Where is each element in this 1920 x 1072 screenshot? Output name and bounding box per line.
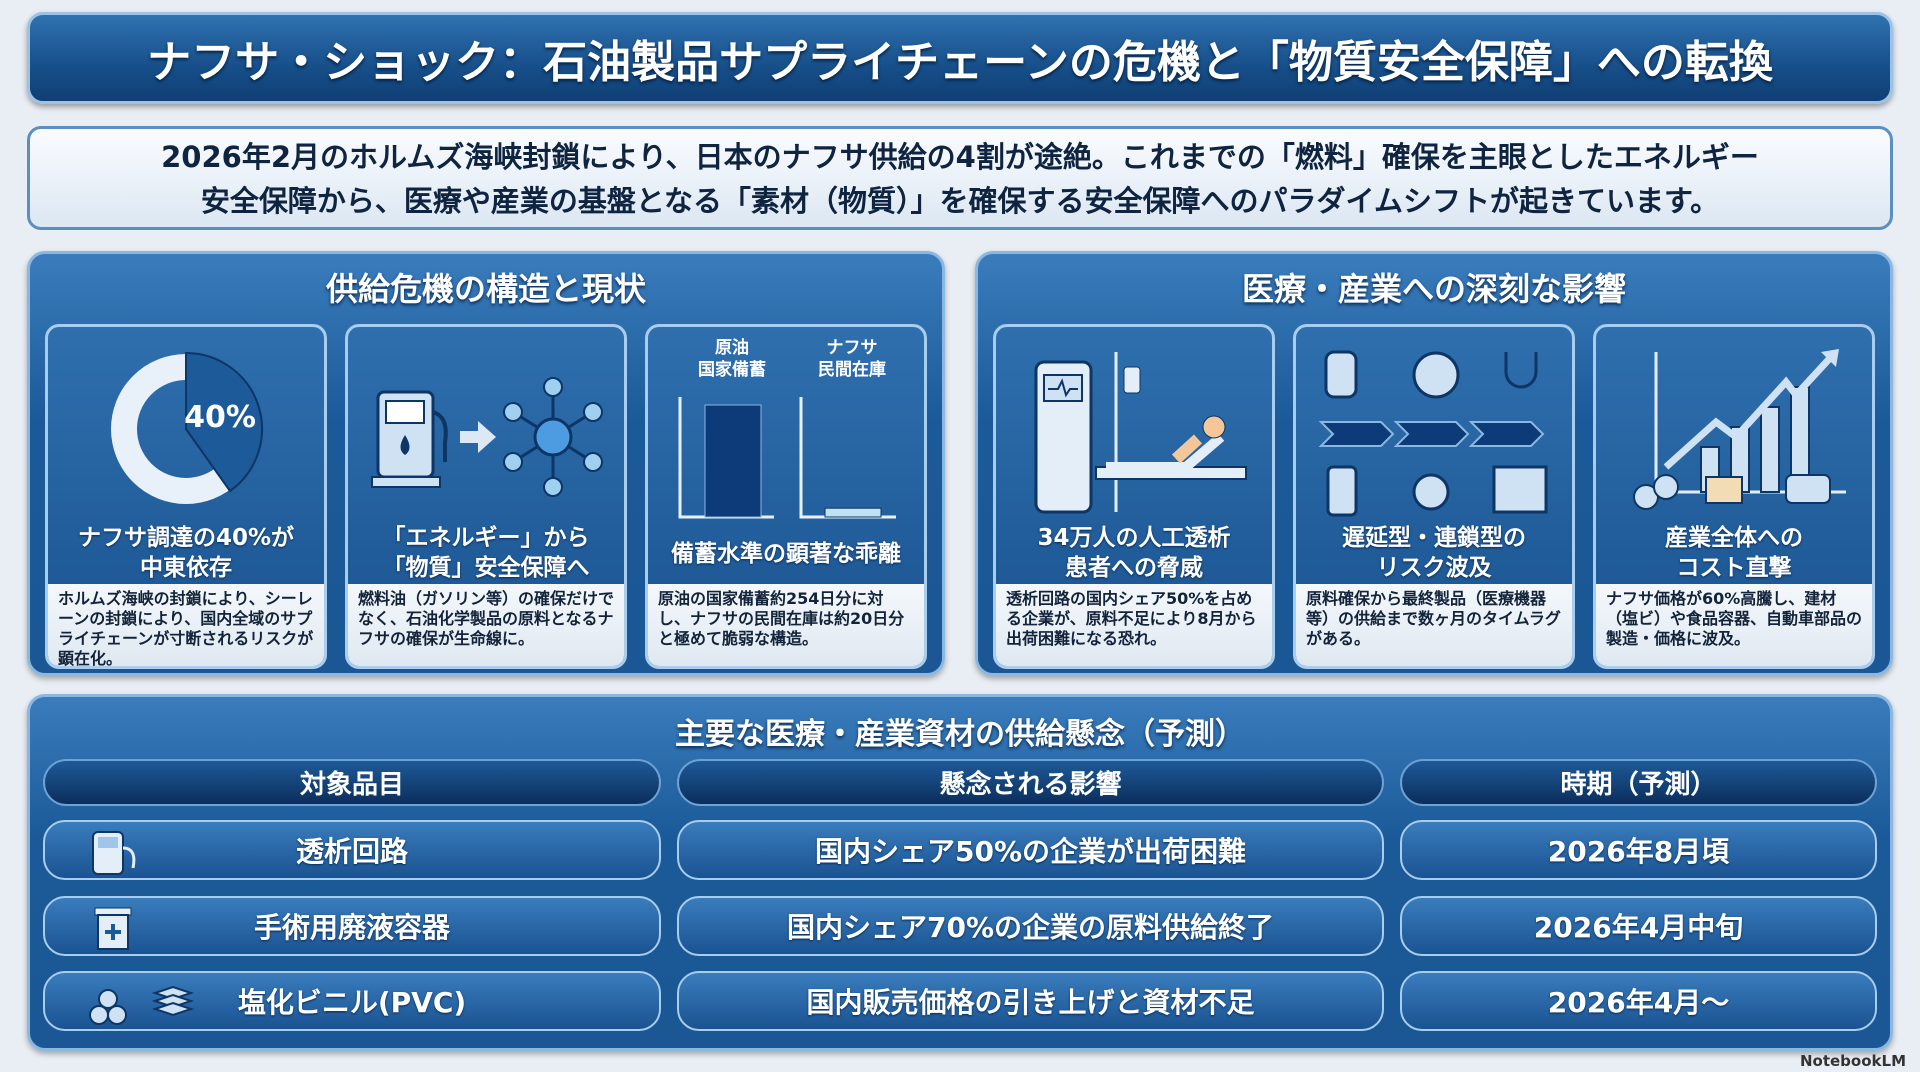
item-name: 手術用廃液容器 xyxy=(253,911,450,944)
page-title: ナフサ・ショック：石油製品サプライチェーンの危機と「物質安全保障」への転換 xyxy=(27,12,1893,104)
donut-label: 40% xyxy=(184,400,256,435)
card-stockpile-gap: 原油 国家備蓄 ナフサ 民間在庫 備蓄水準の顕著な乖離 原油の国家備蓄約254日… xyxy=(645,324,927,669)
card-title: 中東依存 xyxy=(140,555,232,581)
card-title: 「物質」安全保障へ xyxy=(382,555,590,581)
card-description: ホルムズ海峡の封鎖により、シーレーンの封鎖により、国内全域のサプライチェーンが寸… xyxy=(48,584,324,666)
intro-line-1: 2026年2月のホルムズ海峡封鎖により、日本のナフサ供給の4割が途絶。これまでの… xyxy=(161,140,1759,174)
pipes-icon xyxy=(89,985,195,1025)
card-title: 遅延型・連鎖型の xyxy=(1342,525,1526,551)
card-cost-impact: 産業全体へのコスト直撃 ナフサ価格が60%高騰し、建材（塩ビ）や食品容器、自動車… xyxy=(1593,324,1875,669)
card-description: 原油の国家備蓄約254日分に対し、ナフサの民間在庫は約20日分と極めて脆弱な構造… xyxy=(648,584,924,666)
fuel-to-molecule-icon xyxy=(371,377,603,497)
bar2-label: ナフサ xyxy=(827,338,878,358)
card-description: 透析回路の国内シェア50%を占める企業が、原料不足により8月から出荷困難になる恐… xyxy=(996,584,1272,666)
donut-chart-icon: 40% xyxy=(111,351,264,504)
row-impact-cell: 国内販売価格の引き上げと資材不足 xyxy=(677,971,1384,1031)
card-description: 燃料油（ガソリン等）の確保だけでなく、石油化学製品の原料となるナフサの確保が生命… xyxy=(348,584,624,666)
card-description: ナフサ価格が60%高騰し、建材（塩ビ）や食品容器、自動車部品の製造・価格に波及。 xyxy=(1596,584,1872,666)
stockpile-bar-chart: 原油 国家備蓄 ナフサ 民間在庫 xyxy=(678,337,896,519)
row-item-cell: 塩化ビニル(PVC) xyxy=(43,971,661,1031)
panel-title: 医療・産業への深刻な影響 xyxy=(1241,270,1626,308)
card-dialysis-threat: 34万人の人工透析患者への脅威 透析回路の国内シェア50%を占める企業が、原料不… xyxy=(993,324,1275,669)
card-description: 原料確保から最終製品（医療機器等）の供給まで数ヶ月のタイムラグがある。 xyxy=(1296,584,1572,666)
impact-panel: 医療・産業への深刻な影響 34万人の人工透析患者への脅威 透析回路の国内シェア5… xyxy=(975,251,1893,676)
bar-crude-oil xyxy=(704,404,762,518)
dialysis-machine-icon xyxy=(92,831,136,875)
item-name: 塩化ビニル(PVC) xyxy=(237,986,467,1019)
card-title: 患者への脅威 xyxy=(1065,555,1203,581)
card-cascading-risk: 遅延型・連鎖型のリスク波及 原料確保から最終製品（医療機器等）の供給まで数ヶ月の… xyxy=(1293,324,1575,669)
supply-crisis-panel: 供給危機の構造と現状 40% ナフサ調達の40%が中東依存 ホルムズ海峡の封鎖に… xyxy=(27,251,945,676)
card-title: 34万人の人工透析 xyxy=(1037,525,1231,551)
header-impact: 懸念される影響 xyxy=(677,759,1384,806)
bar2-label: 民間在庫 xyxy=(818,359,886,380)
card-title: リスク波及 xyxy=(1376,555,1492,581)
intro-line-2: 安全保障から、医療や産業の基盤となる「素材（物質）」を確保する安全保障へのパラダ… xyxy=(200,184,1720,218)
bar1-label: 国家備蓄 xyxy=(698,359,766,380)
card-material-security: 「エネルギー」から「物質」安全保障へ 燃料油（ガソリン等）の確保だけでなく、石油… xyxy=(345,324,627,669)
row-timing-cell: 2026年4月中旬 xyxy=(1400,896,1877,956)
dialysis-patient-icon xyxy=(1034,352,1247,514)
card-title: 「エネルギー」から xyxy=(382,525,590,551)
card-title: ナフサ調達の40%が xyxy=(77,525,295,551)
card-title: 備蓄水準の顕著な乖離 xyxy=(671,541,901,567)
row-timing-cell: 2026年4月〜 xyxy=(1400,971,1877,1031)
row-item-cell: 手術用廃液容器 xyxy=(43,896,661,956)
medical-container-icon xyxy=(94,907,132,950)
item-name: 透析回路 xyxy=(295,835,408,868)
supply-chain-flow-icon xyxy=(1318,350,1548,517)
bar1-label: 原油 xyxy=(715,337,749,358)
intro-summary: 2026年2月のホルムズ海峡封鎖により、日本のナフサ供給の4割が途絶。これまでの… xyxy=(27,126,1893,230)
bar-naphtha xyxy=(824,507,882,518)
row-impact-cell: 国内シェア70%の企業の原料供給終了 xyxy=(677,896,1384,956)
panel-title: 供給危機の構造と現状 xyxy=(325,270,646,308)
rising-cost-chart-icon xyxy=(1633,349,1846,510)
card-middle-east-dependence: 40% ナフサ調達の40%が中東依存 ホルムズ海峡の封鎖により、シーレーンの封鎖… xyxy=(45,324,327,669)
card-title: コスト直撃 xyxy=(1676,555,1792,581)
table-title: 主要な医療・産業資材の供給懸念（予測） xyxy=(675,717,1245,752)
notebooklm-watermark: NotebookLM xyxy=(1799,1052,1906,1070)
header-item: 対象品目 xyxy=(43,759,661,806)
row-impact-cell: 国内シェア50%の企業が出荷困難 xyxy=(677,820,1384,880)
header-timing: 時期（予測） xyxy=(1400,759,1877,806)
card-title: 産業全体への xyxy=(1665,525,1803,551)
row-item-cell: 透析回路 xyxy=(43,820,661,880)
row-timing-cell: 2026年8月頃 xyxy=(1400,820,1877,880)
